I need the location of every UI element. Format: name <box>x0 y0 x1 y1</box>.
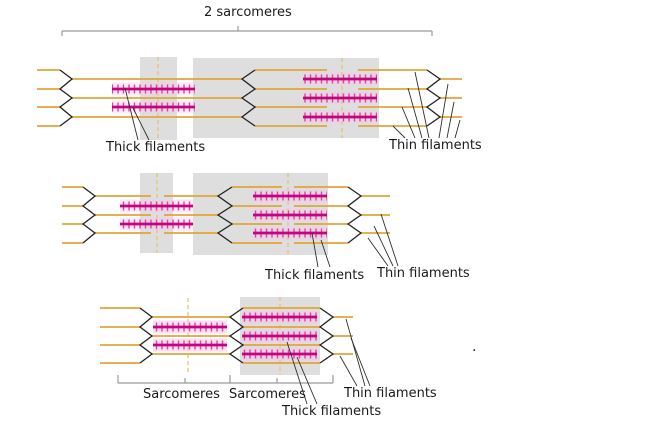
leader-line <box>320 239 331 268</box>
leader-line <box>407 87 423 139</box>
leader-line <box>454 119 461 139</box>
myofibril-row-fully-contracted <box>100 297 353 375</box>
leader-line <box>446 101 455 139</box>
z-disc <box>425 69 442 127</box>
two-sarcomeres-label: 2 sarcomeres <box>204 5 292 20</box>
a-band-shading <box>140 173 173 253</box>
row1-thick-filaments-label: Thick filaments <box>106 140 206 155</box>
leader-line <box>392 125 406 139</box>
z-disc <box>138 307 154 364</box>
myofibril-row-partially-contracted <box>62 173 390 255</box>
leader-line <box>311 232 319 268</box>
leader-line <box>345 318 366 387</box>
row2-thick-filaments-label: Thick filaments <box>265 268 365 283</box>
z-disc <box>240 69 257 127</box>
stray-period-mark: . <box>472 339 477 355</box>
leader-line <box>367 237 389 267</box>
z-disc <box>216 186 234 244</box>
leader-line <box>124 87 139 141</box>
label-leader-lines <box>124 71 461 405</box>
z-disc <box>58 69 74 127</box>
leader-line <box>373 225 394 267</box>
z-disc <box>318 307 335 364</box>
z-disc <box>228 307 245 364</box>
leader-line <box>438 83 449 139</box>
two-sarcomeres-bracket <box>61 26 433 36</box>
row3-thick-filaments-label: Thick filaments <box>282 404 382 419</box>
leader-line <box>350 337 371 387</box>
leader-line <box>339 355 358 387</box>
row3-thin-filaments-label: Thin filaments <box>344 386 437 401</box>
z-disc <box>346 186 363 244</box>
leader-line <box>132 107 150 141</box>
z-disc <box>81 186 97 244</box>
row3-sarcomeres-right-label: Sarcomeres <box>229 387 306 402</box>
leader-line <box>380 213 399 267</box>
row2-thin-filaments-label: Thin filaments <box>377 266 470 281</box>
leader-line <box>414 71 430 139</box>
myofibril-row-relaxed <box>37 57 462 140</box>
leader-line <box>401 106 416 139</box>
leader-line <box>296 356 318 405</box>
row1-thin-filaments-label: Thin filaments <box>389 138 482 153</box>
sarcomeres-bracket <box>117 375 334 384</box>
row3-sarcomeres-left-label: Sarcomeres <box>143 387 220 402</box>
leader-line <box>286 341 308 405</box>
